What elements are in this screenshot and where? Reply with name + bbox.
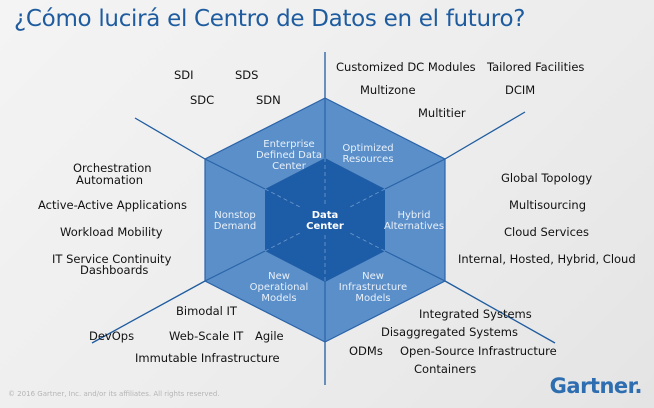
label-workload-mobility: Workload Mobility (60, 225, 163, 239)
label-multisourcing: Multisourcing (509, 198, 587, 212)
label-cloud-services: Cloud Services (504, 225, 589, 239)
label-integrated-systems: Integrated Systems (419, 307, 532, 321)
copyright: © 2016 Gartner, Inc. and/or its affiliat… (8, 390, 220, 398)
label-dcim: DCIM (505, 83, 536, 97)
divider-line (444, 280, 556, 344)
label-sdc: SDC (190, 93, 215, 107)
divider-line (444, 111, 526, 160)
label-sds: SDS (235, 68, 259, 82)
slide-title: ¿Cómo lucirá el Centro de Datos en el fu… (14, 6, 526, 32)
label-dashboards: Dashboards (80, 263, 149, 277)
divider-line (91, 280, 206, 344)
label-tailored-facilities: Tailored Facilities (487, 60, 585, 74)
gartner-logo: Gartner. (549, 374, 643, 398)
label-multitier: Multitier (418, 106, 466, 120)
label-immutable-infrastructure: Immutable Infrastructure (135, 351, 280, 365)
label-multizone: Multizone (360, 83, 416, 97)
label-internal-hosted: Internal, Hosted, Hybrid, Cloud (458, 252, 636, 266)
label-it-service-continuity: IT Service Continuity (52, 252, 172, 266)
label-disaggregated-systems: Disaggregated Systems (381, 325, 519, 339)
inner-dashes (264, 158, 386, 282)
label-web-scale-it: Web-Scale IT (169, 329, 244, 343)
label-sdi: SDI (174, 68, 194, 82)
label-agile: Agile (255, 329, 284, 343)
label-open-source: Open-Source Infrastructure (400, 344, 557, 358)
label-active-active: Active-Active Applications (38, 198, 187, 212)
segment-dividers (204, 98, 446, 342)
label-global-topology: Global Topology (501, 171, 593, 185)
label-automation: Automation (76, 173, 143, 187)
label-orchestration: Orchestration (73, 161, 152, 175)
label-devops: DevOps (89, 329, 135, 343)
label-containers: Containers (414, 362, 477, 376)
label-bimodal-it: Bimodal IT (176, 304, 237, 318)
label-sdn: SDN (256, 93, 281, 107)
divider-line (134, 117, 206, 160)
divider-lines (91, 52, 556, 385)
inner-hexagon (265, 158, 385, 282)
label-customized-dc: Customized DC Modules (336, 60, 476, 74)
label-odms: ODMs (349, 344, 383, 358)
